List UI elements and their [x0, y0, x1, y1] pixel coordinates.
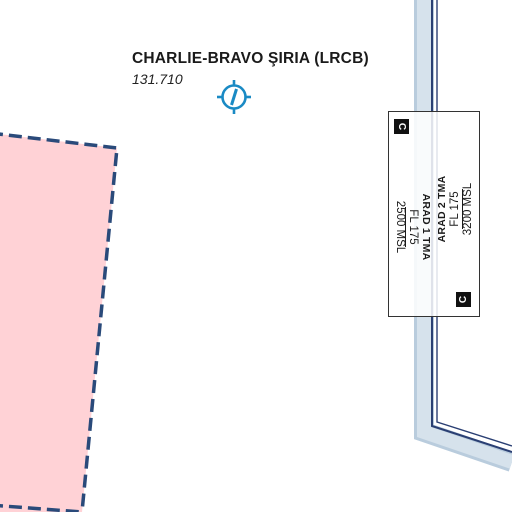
- tma-right-class-badge: C: [456, 292, 471, 307]
- restricted-area[interactable]: [0, 133, 117, 512]
- tma-left-class-badge: C: [394, 119, 409, 134]
- tma-right-upper-limit: FL 175: [449, 189, 463, 229]
- airfield-name-label[interactable]: CHARLIE-BRAVO ŞIRIA (LRCB): [132, 50, 369, 67]
- tma-right-label: ARAD 2 TMA FL 175 3200 MSL: [436, 154, 475, 264]
- airfield-symbol-icon[interactable]: [217, 80, 251, 114]
- tma-right-name: ARAD 2 TMA: [436, 175, 448, 243]
- tma-right-lower-limit: 3200 MSL: [462, 182, 474, 236]
- tma-label-box[interactable]: [388, 111, 480, 317]
- tma-left-lower-limit: 2500 MSL: [394, 200, 406, 254]
- tma-left-upper-limit: FL 175: [405, 207, 419, 247]
- airfield-frequency-label: 131.710: [132, 71, 183, 87]
- restricted-area-border: [0, 132, 119, 512]
- tma-left-label: ARAD 1 TMA FL 175 2500 MSL: [393, 172, 432, 282]
- tma-left-name: ARAD 1 TMA: [420, 193, 432, 261]
- restricted-area-bottom-border: [0, 504, 83, 512]
